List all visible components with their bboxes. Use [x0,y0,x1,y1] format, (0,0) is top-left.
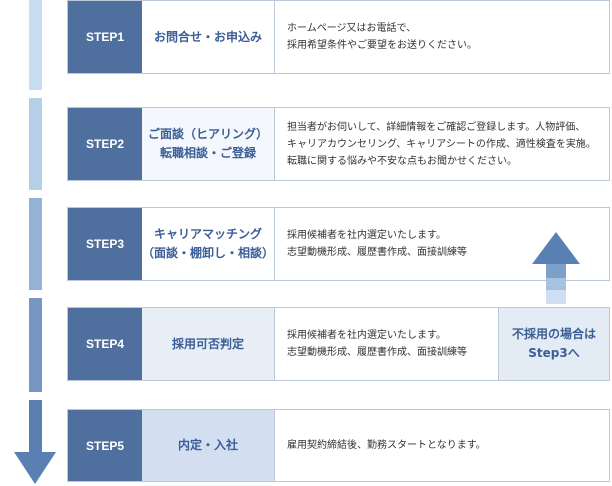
flow-arrow-segment-2 [29,98,42,190]
flow-arrow-segment-4 [29,298,42,392]
step-description: 雇用契約締結後、勤務スタートとなります。 [287,440,486,451]
flow-arrow-segment-5 [29,400,42,454]
step-row-4: STEP4 採用可否判定 採用候補者を社内選定いたします。 志望動機形成、履歴書… [67,307,610,381]
step-row-5: STEP5 内定・入社 雇用契約締結後、勤務スタートとなります。 [67,409,610,482]
step-title: ご面談（ヒアリング） 転職相談・ご登録 [142,108,275,180]
step-label: STEP3 [68,208,142,280]
step-label: STEP1 [68,1,142,73]
step-description: 採用候補者を社内選定いたします。 志望動機形成、履歴書作成、面接訓練等 [287,230,467,258]
step-description: 担当者がお伺いして、詳細情報をご確認ご登録します。人物評価、 キャリアカウンセリ… [287,121,596,167]
rejection-note: 不採用の場合は Step3へ [498,308,609,380]
down-arrow-icon [14,452,56,484]
step-title: 内定・入社 [142,410,275,481]
step-title: キャリアマッチング （面談・棚卸し・相談） [142,208,275,280]
step-row-3: STEP3 キャリアマッチング （面談・棚卸し・相談） 採用候補者を社内選定いた… [67,207,610,281]
step-description: 採用候補者を社内選定いたします。 志望動機形成、履歴書作成、面接訓練等 [287,330,467,358]
step-description: ホームページ又はお電話で、 採用希望条件やご要望をお送りください。 [287,23,477,51]
step-row-1: STEP1 お問合せ・お申込み ホームページ又はお電話で、 採用希望条件やご要望… [67,0,610,74]
flow-arrow-segment-3 [29,198,42,290]
step-title: お問合せ・お申込み [142,1,275,73]
step-title: 採用可否判定 [142,308,275,380]
step-label: STEP4 [68,308,142,380]
step-row-2: STEP2 ご面談（ヒアリング） 転職相談・ご登録 担当者がお伺いして、詳細情報… [67,107,610,181]
step-label: STEP2 [68,108,142,180]
flow-arrow-segment-1 [29,0,42,90]
step-label: STEP5 [68,410,142,481]
up-arrow-icon [532,232,580,304]
